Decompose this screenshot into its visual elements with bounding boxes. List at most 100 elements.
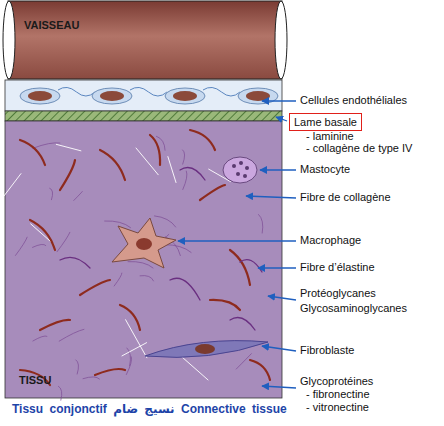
- white-fibre: [0, 174, 21, 205]
- collagen-fibre: [80, 280, 110, 295]
- ground-fibril: [259, 214, 263, 233]
- elastin-fibre: [180, 168, 205, 180]
- white-fibre: [126, 320, 147, 358]
- tissue-ground: [5, 121, 282, 398]
- callout-label: Glycosaminoglycanes: [300, 302, 407, 315]
- fibroblast: [145, 341, 268, 358]
- collagen-fibre: [190, 130, 215, 150]
- collagen-fibre: [100, 150, 125, 180]
- ground-fibril: [183, 150, 185, 164]
- granule: [245, 166, 249, 170]
- basal-lamina: [5, 111, 282, 121]
- endothelial-cell: [92, 88, 132, 104]
- collagen-fibre: [95, 369, 125, 375]
- callout-label: - collagène de type IV: [306, 142, 412, 155]
- nucleus: [246, 91, 270, 101]
- collagen-fibre: [150, 135, 160, 165]
- ground-fibril: [33, 336, 47, 341]
- endothelial-cell: [165, 88, 205, 104]
- ground-fibril: [127, 348, 131, 366]
- white-fibre: [136, 148, 158, 175]
- callout-label: Fibre d’élastine: [300, 261, 375, 274]
- ground-fibril: [58, 386, 61, 400]
- collagen-fibre: [60, 160, 75, 190]
- granule: [236, 172, 240, 176]
- vessel: VAISSEAU: [8, 1, 282, 79]
- node-text: TISSU: [19, 374, 282, 386]
- white-fibre: [122, 343, 147, 356]
- ground-fibril: [126, 357, 131, 375]
- ground-fibril: [105, 221, 131, 228]
- ground-fibril: [33, 143, 60, 148]
- elastin-fibre: [230, 318, 255, 330]
- nucleus: [173, 91, 197, 101]
- collagen-fibre: [20, 140, 45, 165]
- leader-line: [262, 386, 296, 388]
- ground-fibril: [128, 262, 153, 268]
- cell-junction: [58, 87, 95, 96]
- elastin-fibre: [170, 278, 200, 300]
- callout-label: Fibroblaste: [300, 344, 354, 357]
- callout-label: Protéoglycanes: [300, 287, 376, 300]
- elastin-fibre: [240, 260, 262, 272]
- collagen-fibre: [200, 185, 225, 200]
- callout-label: Fibre de collagène: [300, 191, 391, 204]
- ground-fibril: [154, 216, 175, 227]
- ground-fibril: [76, 360, 79, 374]
- node-text: VAISSEAU: [24, 19, 282, 31]
- vessel-end: [3, 1, 15, 79]
- collagen-fibre: [250, 360, 270, 380]
- leader-line: [262, 100, 296, 101]
- callout-label: Glycoprotéines: [300, 375, 373, 388]
- leader-lines: [178, 101, 296, 388]
- endothelial-layer: [5, 80, 282, 111]
- macrophage: [112, 218, 176, 268]
- ground-fibril: [140, 276, 153, 281]
- collagen-fibre: [210, 300, 240, 310]
- granule: [243, 174, 247, 178]
- leader-line: [246, 196, 296, 198]
- leader-line: [268, 296, 296, 300]
- ground-fibril: [57, 232, 70, 251]
- leader-line: [260, 169, 296, 170]
- ground-fibril: [50, 188, 53, 199]
- callout-label: - fibronectine: [306, 388, 370, 401]
- cell-junction: [130, 87, 167, 96]
- collagen-fibre: [30, 220, 55, 250]
- leader-line: [178, 240, 296, 241]
- vessel-body: [8, 1, 282, 79]
- collagen-fibre: [120, 305, 140, 330]
- nucleus: [195, 344, 215, 354]
- ground-fibril: [236, 354, 251, 369]
- callout-label: Mastocyte: [300, 163, 350, 176]
- leader-line: [262, 346, 296, 351]
- callout-label: Cellules endothéliales: [300, 94, 407, 107]
- elastin-fibre: [60, 257, 90, 268]
- callout-label: - laminine: [306, 130, 354, 143]
- node-text: Lame basale: [294, 116, 357, 128]
- endothelial-cell: [20, 88, 60, 104]
- label-box: Lame basale: [289, 113, 362, 131]
- nucleus: [28, 91, 52, 101]
- nucleus: [100, 91, 124, 101]
- callout-label: - vitronectine: [306, 401, 369, 414]
- granule: [239, 161, 243, 165]
- leader-line: [258, 267, 296, 268]
- ground-fibril: [114, 273, 122, 286]
- collagen-fibre: [40, 320, 70, 330]
- granule: [232, 164, 236, 168]
- vessel-end: [275, 1, 287, 79]
- ground-fibril: [74, 192, 83, 201]
- caption: Tissu conjonctif نسيج ضام Connective tis…: [12, 403, 287, 416]
- mastocyte: [223, 157, 257, 183]
- ground-fibril: [164, 245, 191, 253]
- ground-fibril: [15, 237, 27, 255]
- nucleus: [136, 238, 152, 250]
- endothelial-cells: [20, 87, 278, 104]
- cell-junction: [203, 87, 240, 96]
- ground-fibril: [59, 329, 84, 341]
- ground-fibril: [33, 244, 46, 247]
- callout-label: Macrophage: [300, 234, 361, 247]
- tissue: TISSU: [5, 121, 282, 398]
